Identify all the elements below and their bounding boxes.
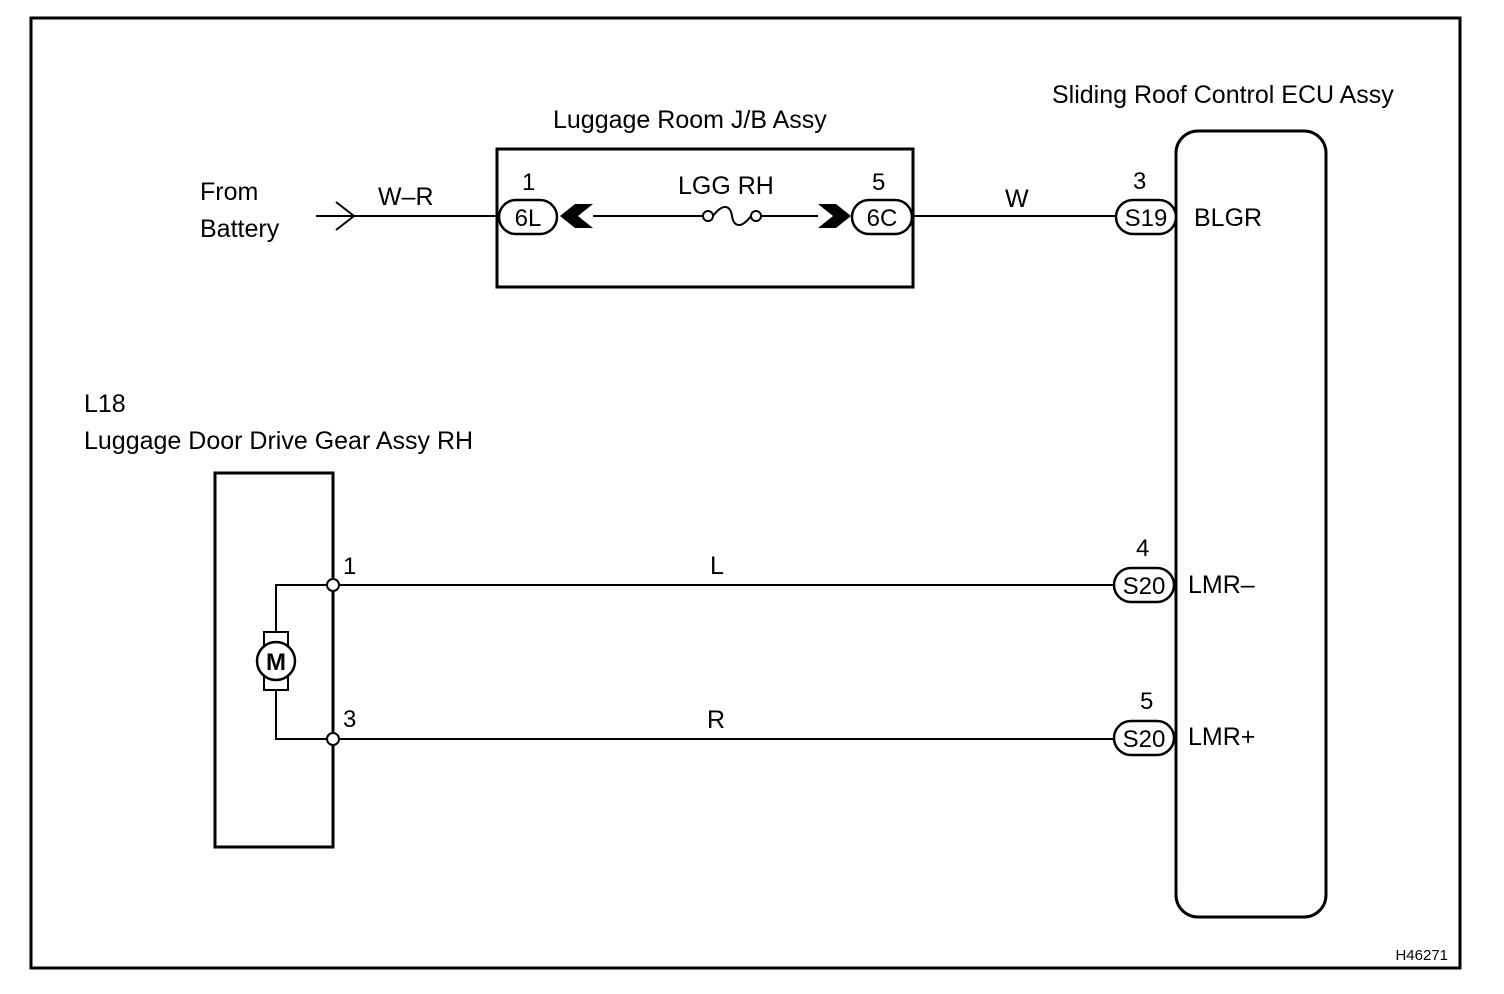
jb-out-connector-label: 6C: [867, 205, 898, 232]
ecu-pin-5: 5: [1140, 688, 1153, 715]
jb-in-pin: 1: [522, 169, 535, 196]
motor-component-box: [213, 471, 335, 849]
motor-icon: [255, 631, 297, 691]
ecu-connector-s20-b-label: S20: [1123, 726, 1166, 753]
jb-in-chevron-icon: [560, 204, 593, 228]
fuse-label: LGG RH: [678, 172, 774, 200]
ecu-pin-4: 4: [1136, 535, 1149, 562]
jb-out-connector: [850, 198, 914, 236]
fuse-icon: [702, 206, 762, 226]
diagram-frame: [29, 16, 1462, 970]
jb-out-pin: 5: [872, 169, 885, 196]
motor-component-code: L18: [84, 390, 126, 418]
ecu-connector-s19-label: S19: [1125, 205, 1168, 232]
motor-pin-1-terminal: [326, 578, 340, 592]
jb-in-connector-label: 6L: [515, 205, 542, 232]
motor-symbol: M: [266, 649, 286, 676]
wire-color-w-r: W–R: [378, 183, 434, 211]
ecu-box: [1174, 129, 1328, 919]
battery-arrow-icon: [316, 201, 356, 231]
junction-box-title: Luggage Room J/B Assy: [553, 106, 827, 134]
ecu-terminal-blgr: BLGR: [1194, 204, 1262, 232]
jb-out-chevron-icon: [818, 204, 851, 228]
jb-in-connector: [497, 198, 559, 236]
motor-component-title: Luggage Door Drive Gear Assy RH: [84, 427, 473, 455]
motor-pin-3-terminal: [326, 732, 340, 746]
motor-internal-wire-bottom: [275, 690, 333, 740]
ecu-terminal-lmr-minus: LMR–: [1188, 571, 1255, 599]
motor-pin-1: 1: [343, 553, 356, 580]
wire-color-r: R: [707, 706, 725, 734]
ecu-title: Sliding Roof Control ECU Assy: [1052, 81, 1394, 109]
ecu-connector-s19: [1114, 198, 1178, 236]
battery-label-line2: Battery: [200, 215, 280, 243]
motor-internal-wire-top: [275, 584, 333, 632]
ecu-terminal-lmr-plus: LMR+: [1188, 723, 1255, 751]
ecu-pin-3: 3: [1133, 168, 1146, 195]
wire-color-w: W: [1005, 185, 1029, 213]
wire-color-l: L: [710, 552, 724, 580]
diagram-code: H46271: [1395, 947, 1448, 964]
ecu-connector-s20-a-label: S20: [1123, 573, 1166, 600]
battery-label-line1: From: [200, 178, 258, 206]
motor-pin-3: 3: [343, 706, 356, 733]
